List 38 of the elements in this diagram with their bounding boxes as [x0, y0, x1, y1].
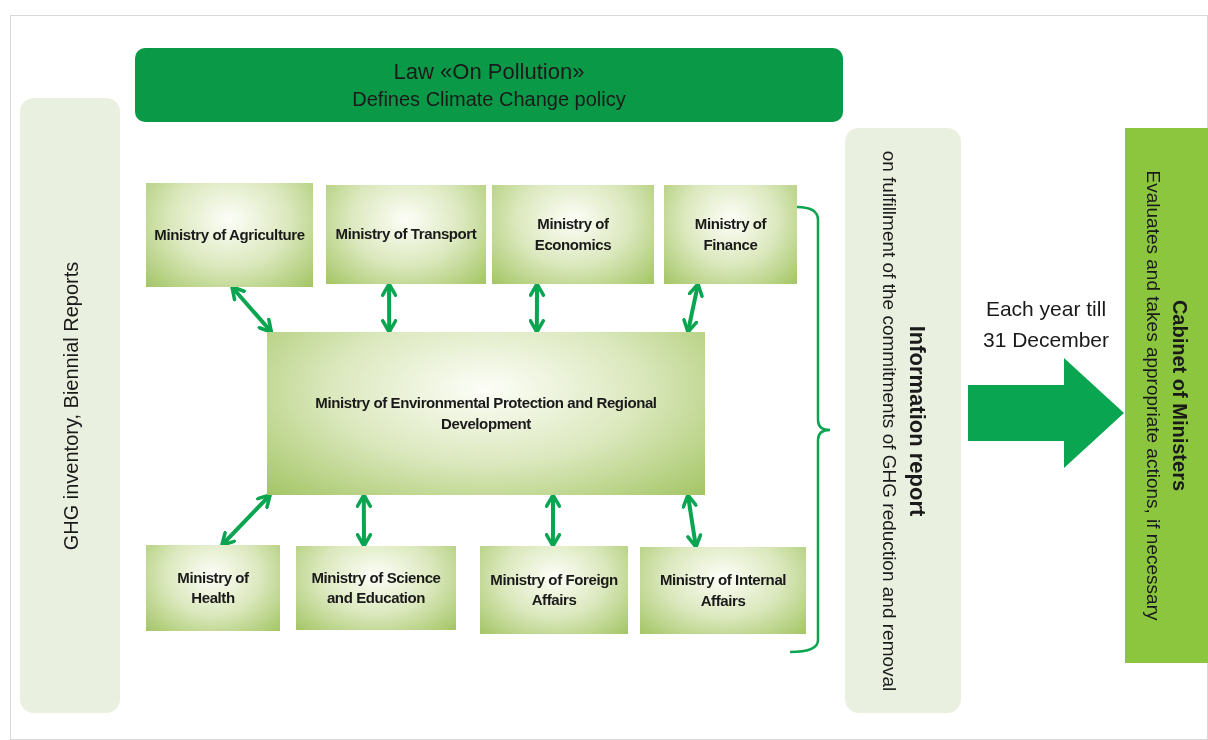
- block-arrow: [968, 357, 1124, 468]
- body-text: Defines Climate Change policy: [352, 87, 626, 113]
- body-text: Evaluates and takes appropriate actions, if necessary: [1141, 170, 1165, 621]
- ministry-box: [640, 547, 806, 634]
- heading-text: Information report: [902, 325, 930, 516]
- ministry-name: Ministry of Finance: [693, 214, 768, 255]
- double-arrow: [355, 493, 373, 548]
- law-banner: [135, 48, 843, 122]
- cabinet-band: [1125, 128, 1208, 663]
- ministry-name: Ministry of Foreign Affairs: [489, 569, 619, 610]
- ministry-name: Ministry of Transport: [334, 224, 478, 245]
- double-arrow: [380, 282, 398, 334]
- heading-text: Cabinet of Ministers: [1167, 299, 1192, 492]
- ministry-box: [664, 185, 797, 284]
- ministry-name: Ministry of Science and Education: [310, 567, 442, 608]
- ministry-name: Ministry of Health: [176, 567, 250, 608]
- ministry-name: Ministry of Economics: [533, 214, 613, 255]
- ministry-box: [267, 332, 705, 495]
- heading-text: Law «On Pollution»: [393, 57, 585, 86]
- double-arrow: [682, 282, 704, 334]
- ministry-name: Ministry of Internal Affairs: [658, 570, 788, 611]
- double-arrow: [220, 493, 272, 547]
- body-text: on fulfillment of the commitments of GHG reduction and removal: [877, 150, 900, 691]
- ministry-name: Ministry of Environmental Protection and Regional Development: [314, 393, 658, 434]
- ministry-box: [492, 185, 654, 284]
- ministry-box: [146, 183, 313, 287]
- ministry-name: Ministry of Agriculture: [153, 224, 306, 245]
- ministry-box: [326, 185, 486, 284]
- ministry-box: [480, 546, 628, 634]
- double-arrow: [528, 282, 546, 334]
- band-text: GHG inventory, Biennial Reports: [57, 261, 83, 550]
- double-arrow: [230, 285, 274, 334]
- side-band: [20, 98, 120, 713]
- report-band: [845, 128, 961, 713]
- double-arrow: [681, 493, 703, 549]
- double-arrow: [544, 493, 562, 548]
- ministry-box: [146, 545, 280, 631]
- ministry-box: [296, 546, 456, 630]
